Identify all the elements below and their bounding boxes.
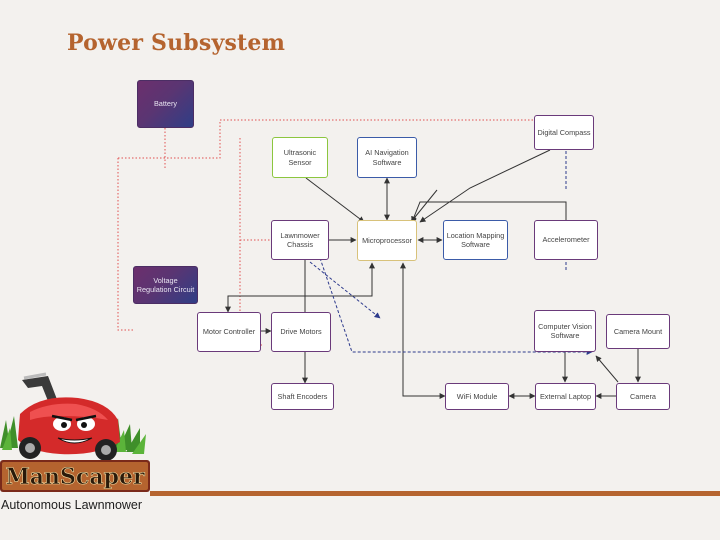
camera-mount-node: Camera Mount bbox=[606, 314, 670, 349]
link-camera-vision bbox=[595, 355, 619, 383]
drive-motors-node: Drive Motors bbox=[271, 312, 331, 352]
logo-wordmark: ManScaper bbox=[5, 464, 145, 490]
data-lines bbox=[309, 151, 593, 355]
power-line-main-bus bbox=[118, 119, 535, 159]
link-micro-bus bbox=[225, 262, 375, 313]
link-encoders-micro bbox=[309, 261, 381, 319]
power-line-left-bus bbox=[117, 158, 134, 331]
manscaper-logo: ManScaper bbox=[0, 368, 152, 496]
microprocessor-node: Microprocessor bbox=[357, 220, 417, 261]
battery-node: Battery bbox=[137, 80, 194, 128]
location-mapping-node: Location Mapping Software bbox=[443, 220, 508, 260]
lawnmower-mascot-icon: ManScaper bbox=[0, 372, 150, 492]
shaft-encoders-node: Shaft Encoders bbox=[271, 383, 334, 410]
external-laptop-node: External Laptop bbox=[535, 383, 596, 410]
computer-vision-node: Computer Vision Software bbox=[534, 310, 596, 352]
signal-lines bbox=[225, 149, 641, 399]
page-title: Power Subsystem bbox=[67, 30, 286, 56]
lawnmower-chassis-node: Lawnmower Chassis bbox=[271, 220, 329, 260]
link-micro-wifi bbox=[400, 262, 446, 399]
camera-node: Camera bbox=[616, 383, 670, 410]
accelerometer-node: Accelerometer bbox=[534, 220, 598, 260]
digital-compass-node: Digital Compass bbox=[534, 115, 594, 150]
wifi-module-node: WiFi Module bbox=[445, 383, 509, 410]
voltage-regulation-node: Voltage Regulation Circuit bbox=[133, 266, 198, 304]
link-accel-micro bbox=[411, 201, 567, 223]
link-ultrasonic-micro bbox=[305, 177, 365, 223]
motor-controller-node: Motor Controller bbox=[197, 312, 261, 352]
ai-navigation-node: AI Navigation Software bbox=[357, 137, 417, 178]
ultrasonic-sensor-node: Ultrasonic Sensor bbox=[272, 137, 328, 178]
footer-accent-bar bbox=[150, 491, 720, 496]
footer-caption: Autonomous Lawnmower bbox=[1, 498, 143, 512]
link-compass-micro-b bbox=[419, 149, 551, 223]
link-compass-micro bbox=[410, 189, 438, 223]
